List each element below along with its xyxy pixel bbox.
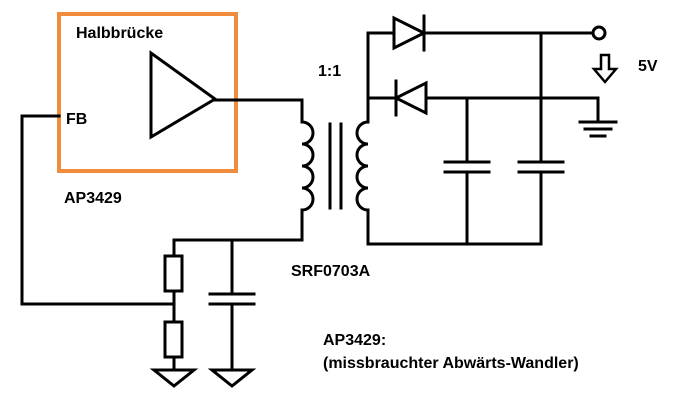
resistor-bottom — [163, 320, 184, 359]
ground-cap-icon — [207, 368, 257, 388]
note-line2: (missbrauchter Abwärts-Wandler) — [323, 355, 579, 372]
wire-diode2-out — [424, 96, 600, 124]
primary-coil — [300, 120, 315, 212]
ground-resistor-icon — [149, 368, 199, 388]
wire-primary-bottom — [172, 208, 304, 242]
wire-cap3-top — [172, 238, 234, 296]
output-arrow-icon — [591, 53, 619, 84]
wire-secondary-bottom — [366, 208, 543, 246]
amplifier-symbol — [149, 50, 218, 140]
output-terminal — [591, 25, 607, 41]
transformer-label: SRF0703A — [291, 263, 371, 280]
secondary-coil — [355, 120, 370, 212]
half-bridge-block — [57, 12, 238, 173]
wire-output-to-primary — [213, 98, 304, 124]
wire-feedback — [20, 114, 176, 306]
resistor-top — [163, 254, 184, 293]
diode-top — [392, 15, 428, 51]
ic-name-label: AP3429 — [64, 190, 122, 207]
diode-bottom — [392, 80, 428, 116]
output-voltage-label: 5V — [638, 58, 658, 75]
note-line1: AP3429: — [323, 332, 386, 349]
block-title: Halbbrücke — [76, 25, 163, 42]
ratio-label: 1:1 — [318, 63, 341, 80]
fb-pin-label: FB — [66, 111, 87, 128]
